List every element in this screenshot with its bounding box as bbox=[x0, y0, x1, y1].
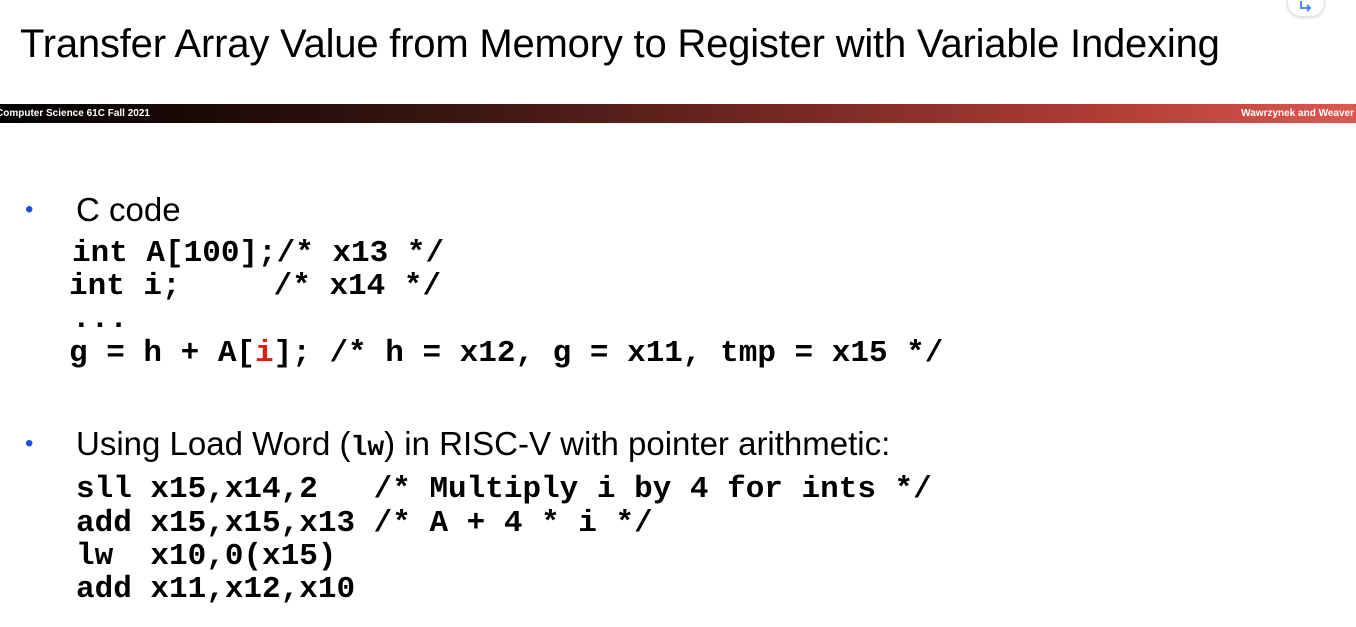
heading-text: Using Load Word ( bbox=[76, 425, 351, 462]
bullet-icon: • bbox=[25, 196, 34, 223]
riscv-line-1: sll x15,x14,2 /* Multiply i by 4 for int… bbox=[76, 472, 932, 507]
course-banner: Computer Science 61C Fall 2021 Wawrzynek… bbox=[0, 104, 1356, 123]
c-code-line-4: g = h + A[i]; /* h = x12, g = x11, tmp =… bbox=[69, 337, 943, 371]
code-segment: ]; /* h = x12, g = x11, tmp = x15 */ bbox=[273, 336, 944, 371]
course-name: Computer Science 61C Fall 2021 bbox=[0, 108, 150, 119]
code-segment: g = h + A[ bbox=[69, 336, 256, 371]
heading-code: lw bbox=[350, 433, 385, 464]
index-variable: i bbox=[255, 336, 274, 371]
c-code-line-2: int i; /* x14 */ bbox=[69, 269, 442, 304]
c-code-line-3: ... bbox=[72, 302, 128, 337]
section-heading-c-code: C code bbox=[76, 191, 181, 228]
riscv-line-2: add x15,x15,x13 /* A + 4 * i */ bbox=[76, 506, 653, 541]
instructor-names: Wawrzynek and Weaver bbox=[1241, 108, 1354, 119]
riscv-line-3: lw x10,0(x15) bbox=[76, 539, 337, 574]
heading-text: ) in RISC-V with pointer arithmetic: bbox=[384, 425, 891, 462]
bullet-icon: • bbox=[25, 430, 34, 457]
share-button[interactable] bbox=[1287, 0, 1325, 17]
slide-title: Transfer Array Value from Memory to Regi… bbox=[20, 22, 1220, 66]
riscv-line-4: add x11,x12,x10 bbox=[76, 572, 356, 607]
section-heading-risc-v: Using Load Word (lw) in RISC-V with poin… bbox=[76, 424, 890, 469]
c-code-line-1: int A[100];/* x13 */ bbox=[72, 236, 445, 271]
share-icon bbox=[1300, 1, 1312, 12]
